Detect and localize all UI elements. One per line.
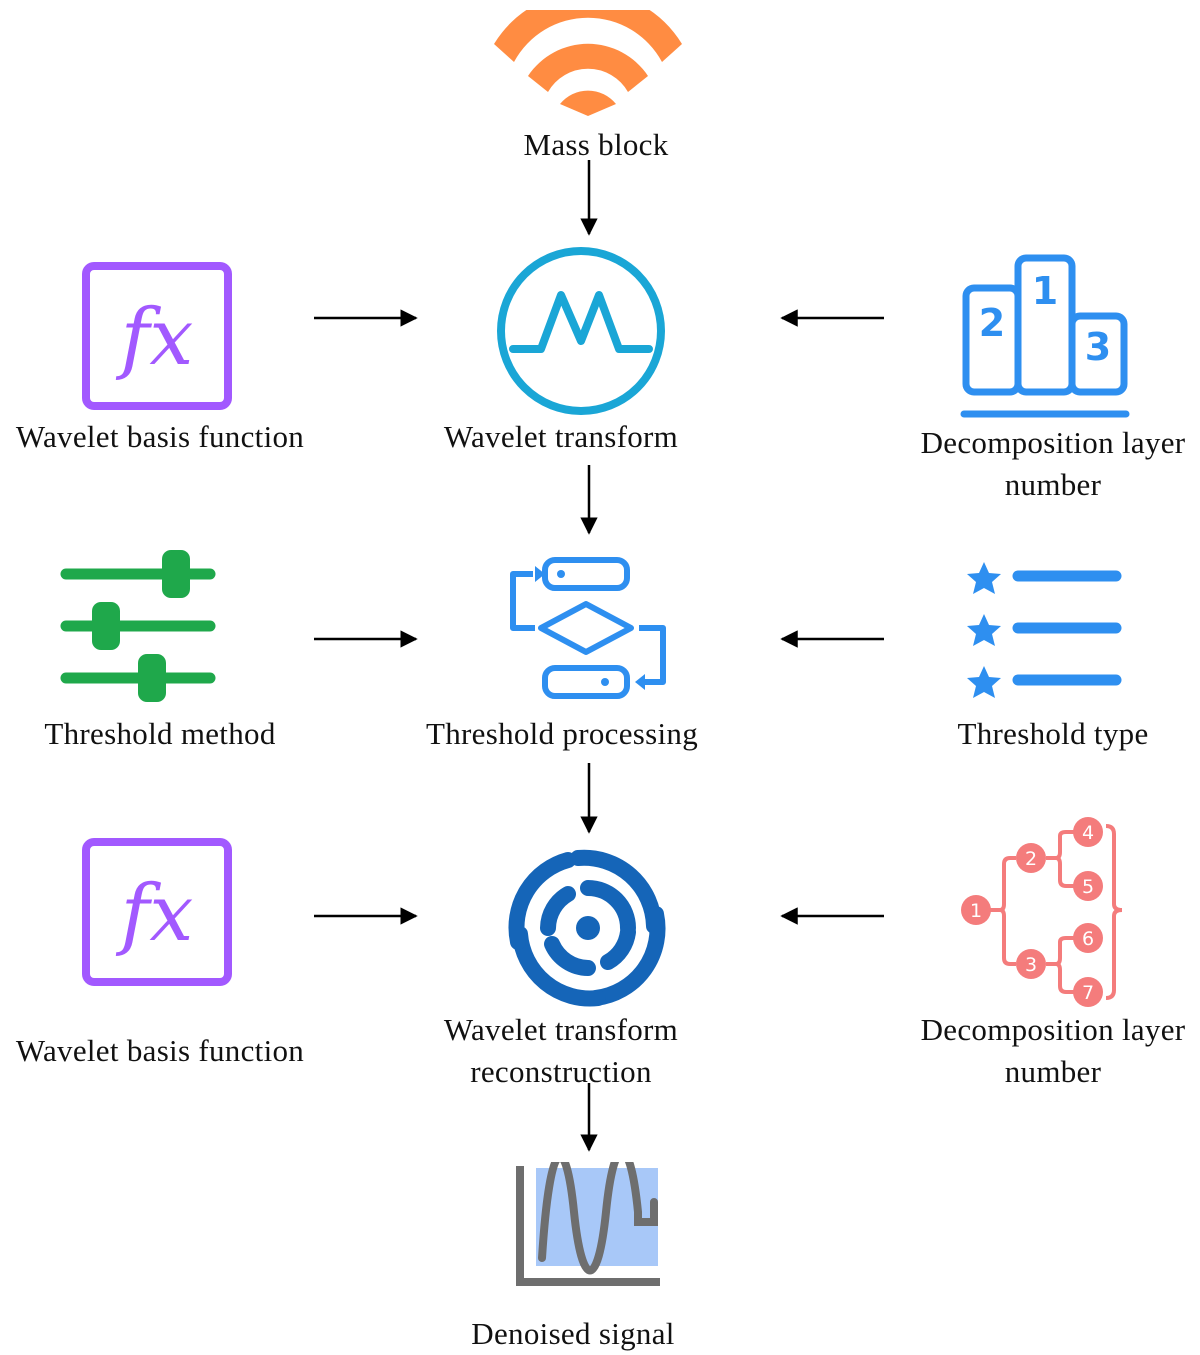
fx-glyph: fx	[116, 869, 194, 959]
podium-rank-2: 2	[979, 301, 1005, 345]
flowchart-icon	[510, 557, 666, 699]
podium-icon: 1 2 3	[960, 254, 1130, 418]
tree-node-7: 7	[1082, 982, 1094, 1004]
mass-block-label: Mass block	[523, 127, 669, 162]
tree-node-4: 4	[1082, 822, 1094, 844]
decomposition-2-label: Decomposition layer number	[921, 1009, 1186, 1093]
fx-glyph: fx	[116, 293, 194, 383]
tree-node-6: 6	[1082, 928, 1094, 950]
threshold-method-label: Threshold method	[44, 716, 276, 751]
function-icon: fx	[82, 838, 232, 986]
basis-function-1-label: Wavelet basis function	[15, 419, 305, 454]
tree-node-3: 3	[1025, 954, 1037, 976]
decomposition-1-line2: number	[1004, 467, 1102, 502]
decomposition-1-line1: Decomposition layer	[920, 425, 1186, 460]
decomposition-2-line1: Decomposition layer	[920, 1012, 1186, 1047]
podium-rank-3: 3	[1085, 325, 1111, 369]
star-list-icon	[967, 562, 1122, 698]
signal-chart-icon	[516, 1162, 660, 1286]
wavelet-transform-label: Wavelet transform	[443, 419, 679, 454]
podium-rank-1: 1	[1032, 269, 1058, 313]
tree-icon: 1 2 3 4 5 6 7	[961, 817, 1123, 1007]
wifi-icon	[494, 10, 682, 116]
threshold-type-label: Threshold type	[957, 716, 1149, 751]
sliders-icon	[60, 550, 216, 702]
decomposition-2-line2: number	[1004, 1054, 1102, 1089]
tree-node-5: 5	[1082, 876, 1094, 898]
threshold-processing-label: Threshold processing	[425, 716, 699, 751]
tree-node-1: 1	[970, 900, 982, 922]
denoised-signal-label: Denoised signal	[471, 1316, 675, 1351]
reconstruction-line2: reconstruction	[470, 1054, 652, 1089]
function-icon: fx	[82, 262, 232, 410]
wavelet-circle-icon	[497, 247, 665, 415]
tree-node-2: 2	[1025, 848, 1037, 870]
reconstruction-label: Wavelet transform reconstruction	[444, 1009, 678, 1093]
swirl-icon	[508, 849, 666, 1007]
decomposition-1-label: Decomposition layer number	[921, 422, 1186, 506]
basis-function-2-label: Wavelet basis function	[15, 1033, 305, 1068]
reconstruction-line1: Wavelet transform	[443, 1012, 679, 1047]
